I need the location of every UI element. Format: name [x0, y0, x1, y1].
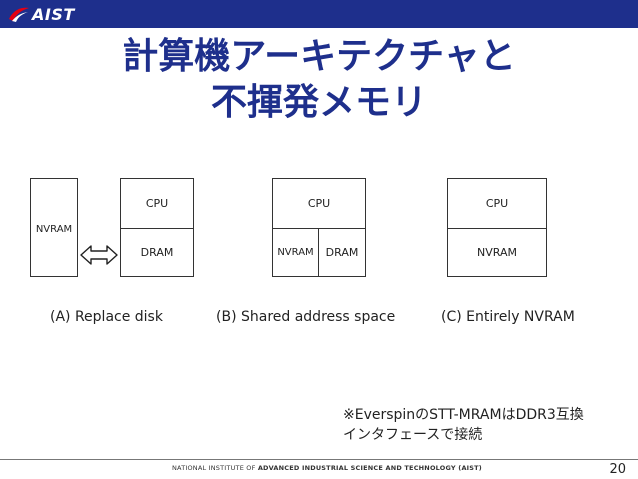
diagram-a-caption: (A) Replace disk [50, 309, 163, 325]
diagram-c-nvram-label: NVRAM [477, 246, 517, 259]
title-line-1: 計算機アーキテクチャと [122, 36, 516, 77]
diagram-b-cpu-label: CPU [307, 197, 331, 210]
diagram-a-nvram-box: NVRAM [30, 178, 78, 277]
footer-institute: NATIONAL INSTITUTE OF ADVANCED INDUSTRIA… [172, 464, 482, 472]
diagram-c-box: CPU NVRAM [447, 178, 547, 277]
footer-name: ADVANCED INDUSTRIAL SCIENCE AND TECHNOLO… [257, 464, 482, 472]
footer-prefix: NATIONAL INSTITUTE OF [172, 464, 256, 472]
logo-text: AIST [32, 4, 75, 24]
note-line-2: インタフェースで接続 [343, 427, 483, 443]
header-bar: AIST [0, 0, 638, 28]
diagram-b-caption: (B) Shared address space [216, 309, 396, 325]
aist-logo: AIST [8, 3, 75, 25]
diagram-a-cpu-dram-box: CPU DRAM [120, 178, 194, 277]
diagram-c-caption: (C) Entirely NVRAM [441, 309, 575, 325]
double-arrow-icon [80, 245, 118, 265]
diagram-b-nvram-label: NVRAM [277, 247, 314, 258]
diagram-b-box: CPU NVRAM DRAM [272, 178, 366, 277]
aist-swoosh-icon [9, 7, 29, 22]
diagram-b-dram-label: DRAM [325, 246, 359, 259]
note-line-1: ※EverspinのSTT-MRAMはDDR3互換 [343, 407, 584, 423]
diagram-c-cpu-label: CPU [485, 197, 509, 210]
footer-divider [0, 459, 638, 460]
diagram-a-dram-label: DRAM [140, 246, 174, 259]
everspin-note: ※EverspinのSTT-MRAMはDDR3互換 インタフェースで接続 [343, 405, 584, 445]
diagram-a-nvram-label: NVRAM [35, 223, 73, 235]
slide-title: 計算機アーキテクチャと 不揮発メモリ [0, 34, 638, 126]
diagram-a-cpu-label: CPU [145, 197, 169, 210]
title-line-2: 不揮発メモリ [210, 82, 427, 123]
page-number: 20 [609, 462, 626, 477]
